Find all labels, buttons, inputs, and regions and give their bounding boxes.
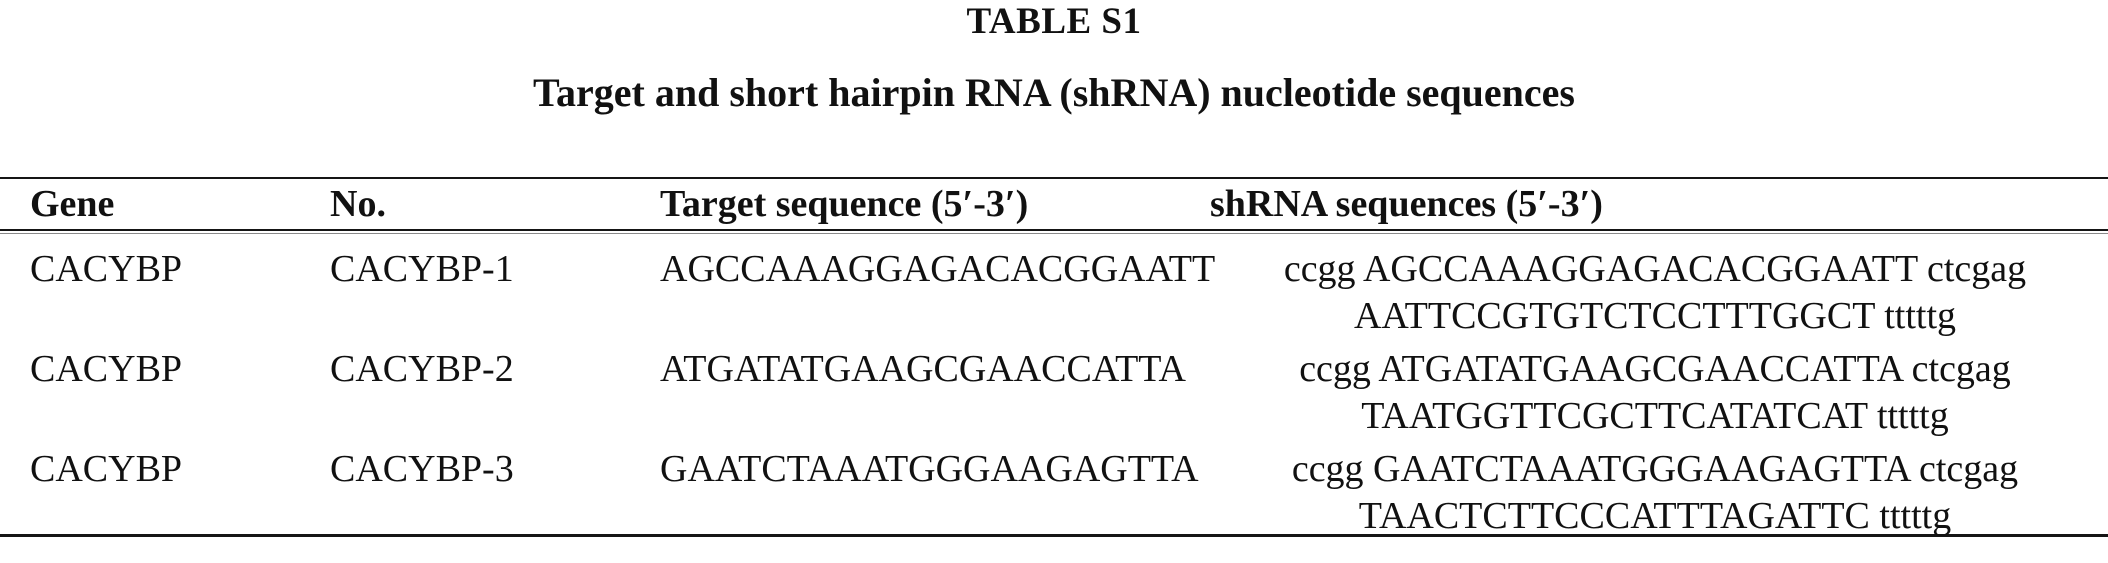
column-header-shrna-sequences: shRNA sequences (5′-3′)	[1210, 183, 1603, 225]
shrna-line-2: AATTCCGTGTCTCCTTTGGCT tttttg	[1353, 295, 1957, 337]
table-header-row: Gene No. Target sequence (5′-3′) shRNA s…	[0, 179, 2108, 229]
shrna-line-1: ccgg AGCCAAAGGAGACACGGAATT ctcgag	[1283, 248, 2027, 290]
shrna-line-2: TAACTCTTCCCATTTAGATTC tttttg	[1358, 495, 1952, 537]
table-row: CACYBP CACYBP-1 AGCCAAAGGAGACACGGAATT cc…	[0, 234, 2108, 337]
column-header-gene: Gene	[30, 183, 115, 225]
table-bottom-rule	[0, 534, 2108, 537]
shrna-sequence-cell: ccgg AGCCAAAGGAGACACGGAATT ctcgag AATTCC…	[1210, 246, 2108, 340]
shrna-line-2: TAATGGTTCGCTTCATATCAT tttttg	[1361, 395, 1949, 437]
no-cell: CACYBP-1	[330, 248, 514, 290]
sequences-table: Gene No. Target sequence (5′-3′) shRNA s…	[0, 177, 2108, 537]
gene-cell: CACYBP	[30, 248, 183, 290]
table-row: CACYBP CACYBP-2 ATGATATGAAGCGAACCATTA cc…	[0, 334, 2108, 437]
shrna-line-1: ccgg GAATCTAAATGGGAAGAGTTA ctcgag	[1291, 448, 2019, 490]
column-header-target-sequence: Target sequence (5′-3′)	[660, 183, 1029, 225]
target-sequence-cell: AGCCAAAGGAGACACGGAATT	[660, 248, 1216, 290]
header-separator-rule	[0, 229, 2108, 234]
no-cell: CACYBP-2	[330, 348, 514, 390]
table-title: TABLE S1	[966, 1, 1142, 42]
target-sequence-cell: GAATCTAAATGGGAAGAGTTA	[660, 448, 1199, 490]
table-subtitle: Target and short hairpin RNA (shRNA) nuc…	[533, 70, 1575, 115]
shrna-sequence-cell: ccgg GAATCTAAATGGGAAGAGTTA ctcgag TAACTC…	[1210, 446, 2108, 540]
shrna-line-1: ccgg ATGATATGAAGCGAACCATTA ctcgag	[1299, 348, 2011, 390]
target-sequence-cell: ATGATATGAAGCGAACCATTA	[660, 348, 1186, 390]
shrna-sequence-block: ccgg AGCCAAAGGAGACACGGAATT ctcgag AATTCC…	[1284, 246, 2026, 340]
column-header-no: No.	[330, 183, 386, 225]
shrna-sequence-cell: ccgg ATGATATGAAGCGAACCATTA ctcgag TAATGG…	[1210, 346, 2108, 440]
gene-cell: CACYBP	[30, 448, 183, 490]
gene-cell: CACYBP	[30, 348, 183, 390]
shrna-sequence-block: ccgg ATGATATGAAGCGAACCATTA ctcgag TAATGG…	[1299, 346, 2011, 440]
no-cell: CACYBP-3	[330, 448, 514, 490]
shrna-sequence-block: ccgg GAATCTAAATGGGAAGAGTTA ctcgag TAACTC…	[1292, 446, 2018, 540]
table-row: CACYBP CACYBP-3 GAATCTAAATGGGAAGAGTTA cc…	[0, 434, 2108, 537]
